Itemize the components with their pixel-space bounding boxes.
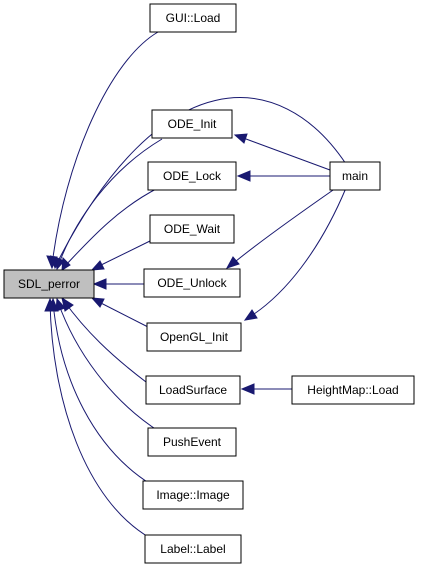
edge-ode-lock-to-sdl-perror (61, 187, 159, 271)
node-main-label: main (342, 169, 368, 183)
node-main-box (329, 161, 381, 191)
node-label-label[interactable]: Label::Label (144, 534, 242, 564)
edge-ode-wait-to-sdl-perror (90, 239, 153, 271)
node-label-label-box (144, 534, 242, 564)
node-gui-load-label: GUI::Load (166, 11, 221, 25)
node-ode-unlock[interactable]: ODE_Unlock (143, 268, 241, 298)
node-gui-load-box (149, 3, 237, 33)
node-ode-init-label: ODE_Init (168, 117, 217, 131)
node-loadsurface[interactable]: LoadSurface (145, 375, 241, 405)
node-loadsurface-label: LoadSurface (159, 383, 227, 397)
node-opengl-init-box (146, 322, 242, 352)
node-ode-lock-label: ODE_Lock (163, 169, 222, 183)
edge-main-to-opengl-init (243, 187, 347, 321)
node-ode-init[interactable]: ODE_Init (151, 109, 233, 139)
node-heightmap-load[interactable]: HeightMap::Load (291, 375, 415, 405)
node-main[interactable]: main (329, 161, 381, 191)
node-ode-unlock-box (143, 268, 241, 298)
edge-main-to-ode-init (233, 133, 331, 171)
node-heightmap-load-label: HeightMap::Load (307, 383, 398, 397)
node-ode-wait-label: ODE_Wait (164, 222, 221, 236)
node-pushevent-box (147, 427, 237, 457)
node-ode-init-box (151, 109, 233, 139)
edge-main-to-ode-lock (236, 170, 330, 182)
node-loadsurface-box (145, 375, 241, 405)
edge-label-label-to-sdl-perror (44, 297, 151, 539)
node-image-image-box (142, 480, 244, 510)
node-sdl-perror[interactable]: SDL_perror (3, 269, 95, 299)
edge-ode-init-to-sdl-perror (54, 138, 163, 271)
node-opengl-init[interactable]: OpenGL_Init (146, 322, 242, 352)
node-label-label-label: Label::Label (160, 542, 225, 556)
node-ode-lock[interactable]: ODE_Lock (147, 161, 237, 191)
node-ode-wait-box (149, 214, 235, 244)
edge-main-to-ode-unlock (225, 187, 337, 269)
node-image-image-label: Image::Image (156, 488, 230, 502)
node-pushevent-label: PushEvent (163, 435, 222, 449)
node-sdl-perror-box (3, 269, 95, 299)
node-ode-wait[interactable]: ODE_Wait (149, 214, 235, 244)
node-sdl-perror-label: SDL_perror (18, 277, 80, 291)
node-ode-unlock-label: ODE_Unlock (157, 276, 227, 290)
node-opengl-init-label: OpenGL_Init (160, 330, 229, 344)
node-image-image[interactable]: Image::Image (142, 480, 244, 510)
node-pushevent[interactable]: PushEvent (147, 427, 237, 457)
edge-pushevent-to-sdl-perror (55, 297, 161, 433)
edge-opengl-init-to-sdl-perror (90, 297, 151, 329)
node-layer: SDL_perror GUI::Load ODE_Init ODE_Lock O… (3, 3, 415, 564)
edge-layer (44, 31, 347, 539)
edge-ode-unlock-to-sdl-perror (92, 278, 146, 290)
edge-heightmap-load-to-loadsurface (240, 383, 292, 395)
node-ode-lock-box (147, 161, 237, 191)
node-heightmap-load-box (291, 375, 415, 405)
node-gui-load[interactable]: GUI::Load (149, 3, 237, 33)
